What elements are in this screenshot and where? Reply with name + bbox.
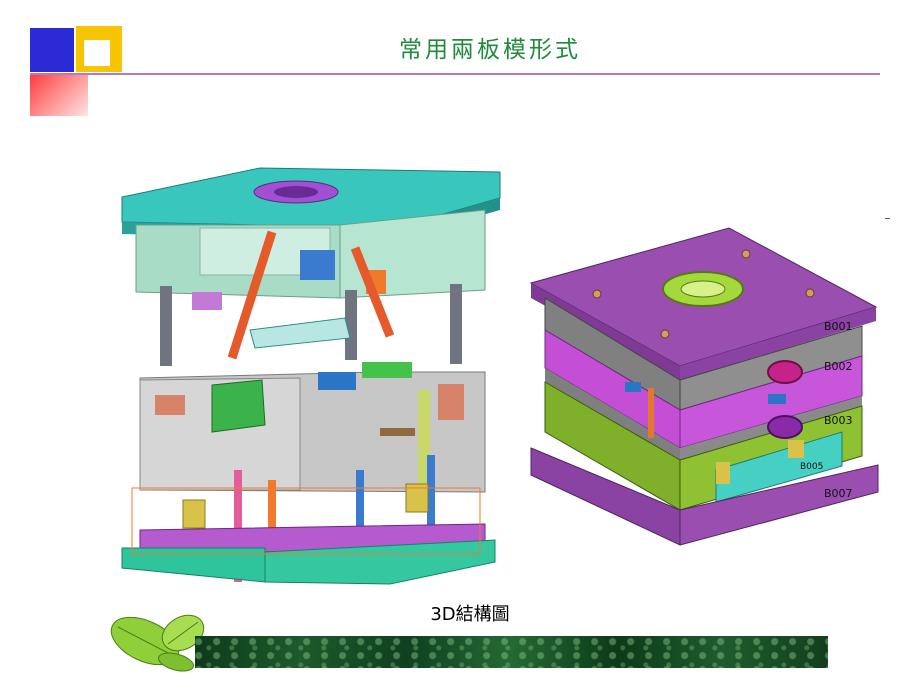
plate-b003 bbox=[545, 368, 680, 460]
decorative-green-strip bbox=[195, 636, 828, 668]
yellow-deco-square-inner bbox=[84, 40, 110, 66]
label-b003: B003 bbox=[824, 414, 853, 427]
guide-pin-3 bbox=[345, 290, 357, 360]
label-b002: B002 bbox=[824, 360, 853, 373]
title-divider bbox=[30, 73, 880, 75]
molded-part bbox=[249, 317, 351, 349]
label-b001: B001 bbox=[824, 320, 853, 333]
label-b005: B005 bbox=[800, 462, 823, 472]
blue-deco-square bbox=[30, 28, 74, 72]
slider-core bbox=[211, 379, 266, 433]
assembled-mold-illustration: B001 B002 B003 B005 B007 bbox=[529, 227, 879, 546]
eye-bolt-2 bbox=[767, 415, 803, 439]
red-gradient-deco-square bbox=[30, 74, 88, 116]
exploded-mold-illustration bbox=[121, 167, 501, 585]
bottom-clamp-plate bbox=[121, 547, 266, 583]
guide-pin-2 bbox=[450, 284, 462, 364]
yellow-deco-square bbox=[76, 26, 122, 72]
guide-pin-1 bbox=[160, 286, 172, 366]
label-b007: B007 bbox=[824, 487, 853, 500]
slide-title: 常用兩板模形式 bbox=[399, 37, 581, 63]
leaves-icon bbox=[110, 614, 205, 672]
small-mark bbox=[885, 218, 890, 219]
eye-bolt-1 bbox=[767, 360, 803, 384]
figure-caption: 3D結構圖 bbox=[430, 604, 510, 625]
